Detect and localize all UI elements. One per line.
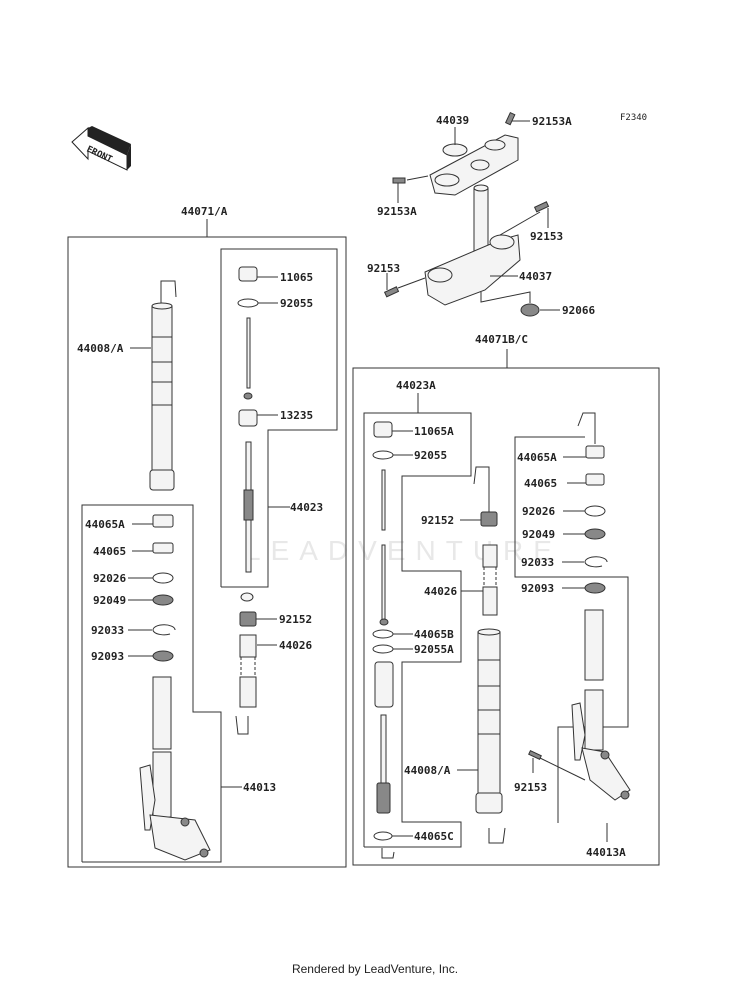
label-92049-left[interactable]: 92049 <box>93 594 126 607</box>
label-44013A[interactable]: 44013A <box>586 846 626 859</box>
cap-icon <box>520 303 540 317</box>
label-92153-right[interactable]: 92153 <box>530 230 563 243</box>
label-44023[interactable]: 44023 <box>290 501 323 514</box>
outer-tube <box>151 305 173 487</box>
cartridge-box <box>220 248 338 588</box>
label-92033-right[interactable]: 92033 <box>521 556 554 569</box>
label-11065[interactable]: 11065 <box>280 271 313 284</box>
label-44039[interactable]: 44039 <box>436 114 469 127</box>
label-44013[interactable]: 44013 <box>243 781 276 794</box>
front-arrow-icon: FRONT <box>71 126 131 171</box>
bolt-icon <box>528 749 542 761</box>
inner-tube <box>152 676 172 750</box>
label-92152-right[interactable]: 92152 <box>421 514 454 527</box>
bolt-icon <box>533 201 550 213</box>
label-92055A[interactable]: 92055A <box>414 643 454 656</box>
label-92093-left[interactable]: 92093 <box>91 650 124 663</box>
label-92093-right[interactable]: 92093 <box>521 582 554 595</box>
label-92033-left[interactable]: 92033 <box>91 624 124 637</box>
left-fork-box <box>67 236 347 868</box>
footer-credit: Rendered by LeadVenture, Inc. <box>291 962 459 976</box>
bolt-icon <box>383 286 400 298</box>
spring-icon <box>239 634 257 708</box>
figure-code: F2340 <box>620 113 647 123</box>
label-44071BC[interactable]: 44071B/C <box>475 333 528 346</box>
label-44026-right[interactable]: 44026 <box>424 585 457 598</box>
right-fork-group: 44071B/C 44023A 11065A 92055 44065B 9205… <box>352 333 660 866</box>
label-92026-right[interactable]: 92026 <box>522 505 555 518</box>
label-13235[interactable]: 13235 <box>280 409 313 422</box>
label-44065A-left[interactable]: 44065A <box>85 518 125 531</box>
steering-stem-group: 44039 92153A 92153A 44037 92153 92153 92… <box>367 111 595 317</box>
label-44065-right[interactable]: 44065 <box>524 477 557 490</box>
label-44008A-left[interactable]: 44008/A <box>77 342 124 355</box>
inner-tube-box-right <box>514 436 629 823</box>
bolt-icon <box>504 111 516 126</box>
label-92026-left[interactable]: 92026 <box>93 572 126 585</box>
label-44037[interactable]: 44037 <box>519 270 552 283</box>
cartridge-box-right <box>363 412 472 848</box>
inner-tube-box <box>81 504 222 863</box>
label-44065C[interactable]: 44065C <box>414 830 454 843</box>
label-92066[interactable]: 92066 <box>562 304 595 317</box>
left-fork-group: 44071/A 44008/A 11065 92055 13235 44023 <box>67 205 347 868</box>
label-92153-axle[interactable]: 92153 <box>514 781 547 794</box>
label-92153A-left[interactable]: 92153A <box>377 205 417 218</box>
label-44023A[interactable]: 44023A <box>396 379 436 392</box>
spring-icon <box>482 544 498 616</box>
label-92152-left[interactable]: 92152 <box>279 613 312 626</box>
spring-collar-icon <box>480 511 498 527</box>
label-11065A[interactable]: 11065A <box>414 425 454 438</box>
watermark: LEADVENTURE <box>245 535 562 566</box>
inner-tube-right <box>584 609 604 681</box>
label-44065A-right[interactable]: 44065A <box>517 451 557 464</box>
outer-tube-right <box>477 631 501 813</box>
label-44026-left[interactable]: 44026 <box>279 639 312 652</box>
label-44071A[interactable]: 44071/A <box>181 205 228 218</box>
label-92055-right[interactable]: 92055 <box>414 449 447 462</box>
label-44008A-right[interactable]: 44008/A <box>404 764 451 777</box>
label-92055-left[interactable]: 92055 <box>280 297 313 310</box>
label-92153-left[interactable]: 92153 <box>367 262 400 275</box>
label-44065-left[interactable]: 44065 <box>93 545 126 558</box>
label-44065B[interactable]: 44065B <box>414 628 454 641</box>
label-92153A-right[interactable]: 92153A <box>532 115 572 128</box>
spring-collar-icon <box>239 611 257 627</box>
right-fork-box <box>352 367 660 866</box>
label-92049-right[interactable]: 92049 <box>522 528 555 541</box>
bolt-icon <box>392 177 406 184</box>
